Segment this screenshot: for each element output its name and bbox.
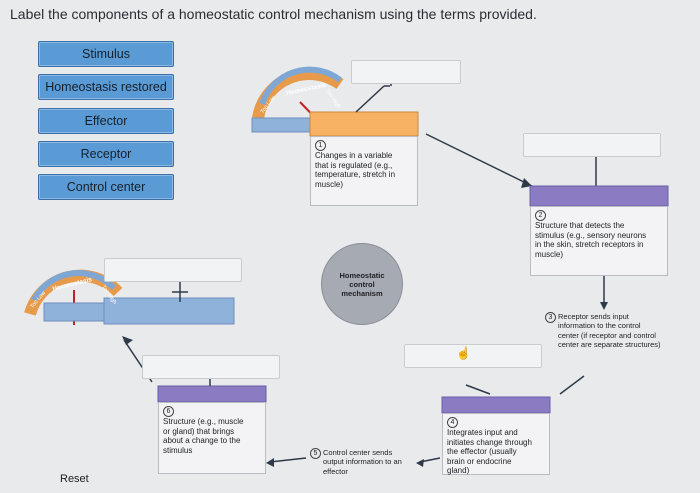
instruction-title: Label the components of a homeostatic co… <box>10 6 537 22</box>
gauge-top-low-label: Too Low <box>259 95 277 115</box>
card-1: 1Changes in a variable that is regulated… <box>310 136 418 206</box>
drop-target-4[interactable] <box>404 344 542 368</box>
center-label: Homeostatic control mechanism <box>339 270 385 298</box>
card-2-text: Structure that detects the stimulus (e.g… <box>535 221 647 259</box>
card-5-text: Control center sends output information … <box>323 448 402 476</box>
gauge-top-arc-label: Homeostasis <box>285 81 327 98</box>
gauge-left-high-label: Too High <box>100 284 118 306</box>
card-3-number: 3 <box>545 312 556 323</box>
hand-cursor-icon: ☝ <box>456 346 471 360</box>
drop-target-5[interactable] <box>142 355 280 379</box>
card-2-number: 2 <box>535 210 546 221</box>
card-6: 6Structure (e.g., muscle or gland) that … <box>158 402 266 474</box>
term-homeostasis-restored[interactable]: Homeostasis restored <box>38 74 174 100</box>
gauge-left-arc-label: Homeostasis <box>51 276 93 293</box>
drop-target-2[interactable] <box>523 133 661 157</box>
card-1-text: Changes in a variable that is regulated … <box>315 151 396 189</box>
gauge-top-high-label: Too High <box>324 88 342 110</box>
card-4-text: Integrates input and initiates change th… <box>447 428 532 476</box>
drop-target-3[interactable] <box>104 258 242 282</box>
card-4-number: 4 <box>447 417 458 428</box>
drop-target-1[interactable] <box>351 60 461 84</box>
card-6-number: 6 <box>163 406 174 417</box>
card-1-number: 1 <box>315 140 326 151</box>
card-5-number: 5 <box>310 448 321 459</box>
homeostatic-control-mechanism-circle: Homeostatic control mechanism <box>321 243 403 325</box>
card-4: 4Integrates input and initiates change t… <box>442 413 550 475</box>
term-control-center[interactable]: Control center <box>38 174 174 200</box>
card-2: 2Structure that detects the stimulus (e.… <box>530 206 668 276</box>
reset-button[interactable]: Reset <box>60 473 89 485</box>
gauge-left-low-label: Too Low <box>29 290 48 310</box>
term-receptor[interactable]: Receptor <box>38 141 174 167</box>
term-stimulus[interactable]: Stimulus <box>38 41 174 67</box>
top-gauge <box>251 66 344 133</box>
card-3-text: Receptor sends input information to the … <box>558 312 661 350</box>
term-effector[interactable]: Effector <box>38 108 174 134</box>
card-6-text: Structure (e.g., muscle or gland) that b… <box>163 417 244 455</box>
